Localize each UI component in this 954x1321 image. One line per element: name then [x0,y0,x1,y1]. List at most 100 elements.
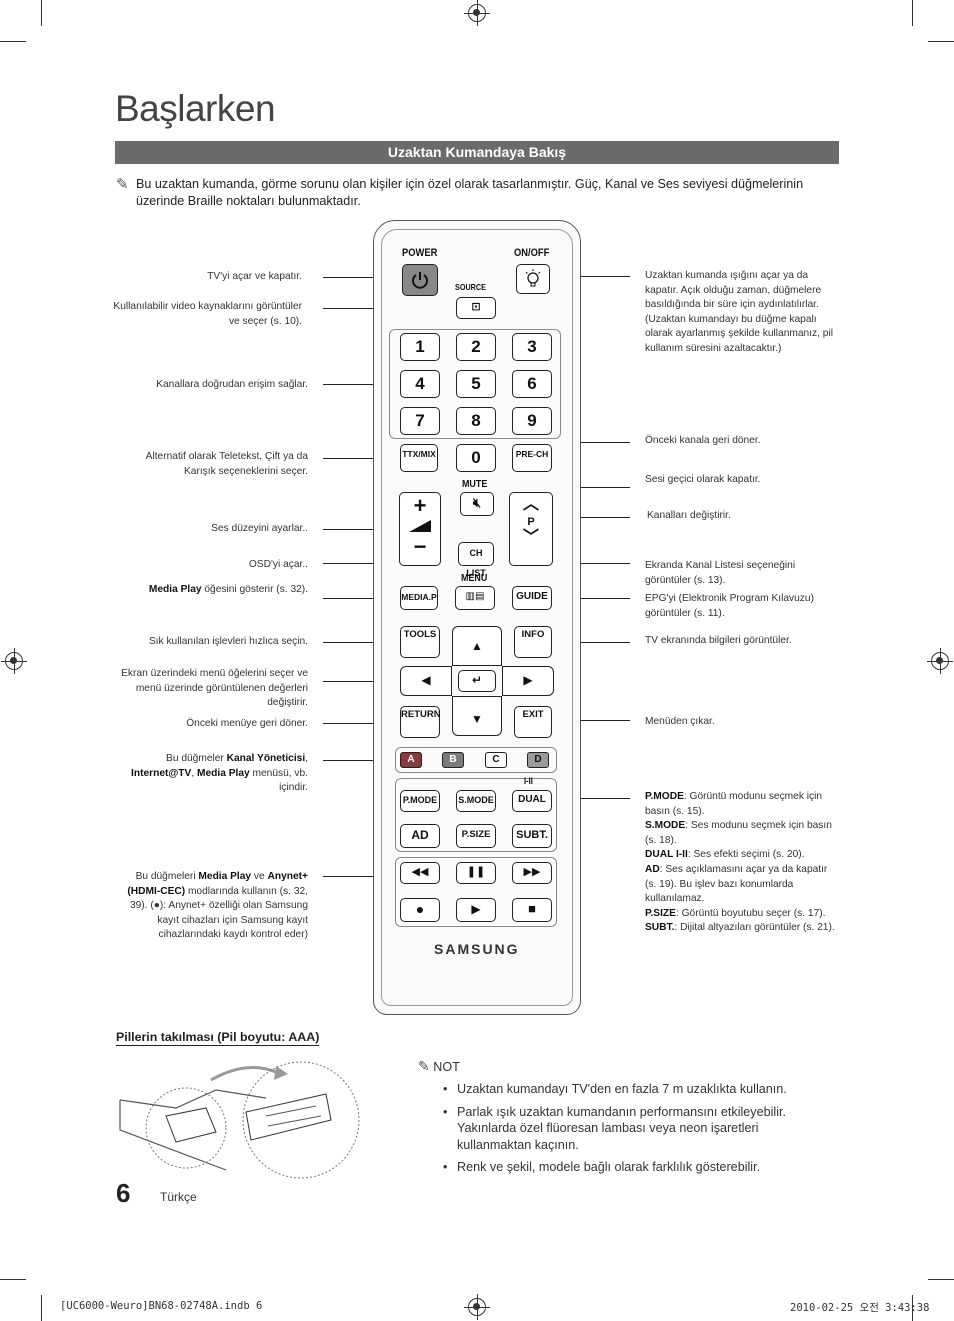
digit-button-4[interactable]: 4 [400,370,440,398]
menu-button[interactable]: ▥▤ [455,586,495,610]
volume-rocker[interactable]: + − [399,492,441,566]
p-size-button[interactable]: P.SIZE [456,824,496,848]
crop-mark [0,41,26,42]
fast-forward-button[interactable]: ▶▶ [512,862,552,884]
label-exit: Menüden çıkar. [645,716,715,727]
power-button[interactable] [402,264,438,296]
power-caption: POWER [402,247,438,259]
digit-button-0[interactable]: 0 [456,444,496,472]
volume-down-icon: − [413,534,427,559]
color-button-b[interactable]: B [442,752,464,768]
remote-control-panel [381,229,573,1006]
digit-button-9[interactable]: 9 [512,407,552,435]
color-button-d[interactable]: D [527,752,549,768]
note-item: Uzaktan kumandayı TV'den en fazla 7 m uz… [418,1081,818,1098]
nav-right-button[interactable]: ▶ [502,666,554,696]
label-info: TV ekranında bilgileri görüntüler. [645,635,792,646]
playback-button-group [395,857,557,927]
guide-button[interactable]: GUIDE [512,586,552,610]
ttx-mix-button[interactable]: TTX/MIX [400,444,438,472]
crop-mark [41,1295,42,1321]
return-button[interactable]: RETURN [400,706,441,738]
record-button[interactable]: ● [400,898,440,922]
leader-line [553,798,630,799]
digit-button-5[interactable]: 5 [456,370,496,398]
color-button-c[interactable]: C [485,752,507,768]
label-prech: Önceki kanala geri döner. [645,435,761,446]
channel-rocker[interactable]: ︿ P ﹀ [509,492,553,566]
rewind-icon: ◀◀ [411,866,429,878]
leader-line [553,598,630,599]
digit-button-7[interactable]: 7 [400,407,440,435]
footer-file-info: [UC6000-Weuro]BN68-02748A.indb 6 [60,1300,263,1312]
note-item: Parlak ışık uzaktan kumandanın performan… [418,1104,818,1154]
dual-caption: I-II [524,776,533,786]
leader-line [323,876,395,877]
mode-item: AD: Ses açıklamasını açar ya da kapatır … [645,863,828,905]
arrow-up-icon: ▲ [471,639,483,653]
page-number: 6 [116,1178,131,1208]
crop-mark [928,1279,954,1280]
intro-note: ✎ Bu uzaktan kumanda, görme sorunu olan … [116,176,841,210]
volume-level-icon [409,520,431,532]
mode-item: DUAL I-II: Ses efekti seçimi (s. 20). [645,849,805,861]
pre-ch-button[interactable]: PRE-CH [512,444,552,472]
rewind-button[interactable]: ◀◀ [400,862,440,884]
leader-line [323,598,399,599]
color-button-a[interactable]: A [400,752,422,768]
tools-button[interactable]: TOOLS [400,626,440,658]
p-mode-button[interactable]: P.MODE [400,790,440,812]
play-icon: ▶ [471,902,481,916]
info-button[interactable]: INFO [514,626,552,658]
page-title: Başlarken [115,88,276,129]
crop-mark [912,0,913,26]
volume-up-icon: + [413,493,427,518]
notes-heading: NOT [433,1060,460,1074]
nav-up-button[interactable]: ▲ [452,626,502,666]
channel-caption: P [527,516,535,528]
exit-button[interactable]: EXIT [514,706,552,738]
battery-install-illustration [119,1061,360,1179]
leader-line [323,277,401,278]
source-button[interactable]: ⊡ [456,297,496,319]
digit-button-8[interactable]: 8 [456,407,496,435]
color-button-group [395,747,557,773]
menu-caption: MENU [461,572,488,584]
mute-caption: MUTE [462,478,488,490]
dual-button[interactable]: DUAL [512,790,552,812]
nav-down-button[interactable]: ▼ [452,696,502,736]
channel-down-icon: ﹀ [522,529,539,546]
stop-button[interactable]: ■ [512,898,552,922]
nav-enter-button[interactable]: ↵ [458,670,496,692]
digit-button-3[interactable]: 3 [512,333,552,361]
ch-list-button[interactable]: CH LIST [458,542,494,578]
label-tools: Sık kullanılan işlevleri hızlıca seçin. [148,636,308,647]
s-mode-button[interactable]: S.MODE [456,790,496,812]
label-power: TV'yi açar ve kapatır. [207,271,302,282]
digit-button-1[interactable]: 1 [400,333,440,361]
leader-line [553,517,630,518]
mode-button-group [395,778,557,852]
label-numbers: Kanallara doğrudan erişim sağlar. [156,379,308,390]
mute-button[interactable]: 🔇︎ [460,492,494,516]
media-p-button[interactable]: MEDIA.P [400,586,438,610]
label-light: Uzaktan kumanda ışığını açar ya da kapat… [645,270,833,354]
footer-timestamp: 2010-02-25 오전 3:43:38 [790,1302,930,1314]
play-button[interactable]: ▶ [456,898,496,922]
nav-left-button[interactable]: ◀ [400,666,452,696]
pause-button[interactable]: ❚❚ [456,862,496,884]
power-icon [412,272,428,289]
registration-mark-icon [464,0,490,26]
channel-up-icon: ︿ [522,496,539,513]
samsung-logo: SAMSUNG [434,941,520,957]
digit-button-2[interactable]: 2 [456,333,496,361]
label-chlist: Ekranda Kanal Listesi seçeneğini görüntü… [645,560,796,586]
digit-button-6[interactable]: 6 [512,370,552,398]
label-volume: Ses düzeyini ayarlar.. [211,523,308,534]
arrow-right-icon: ▶ [523,673,533,687]
light-button[interactable] [516,264,550,294]
ad-button[interactable]: AD [400,824,440,848]
crop-mark [912,1295,913,1321]
mode-item: SUBT.: Dijital altyazıları görüntüler (s… [645,922,835,934]
subt-button[interactable]: SUBT. [512,824,552,848]
